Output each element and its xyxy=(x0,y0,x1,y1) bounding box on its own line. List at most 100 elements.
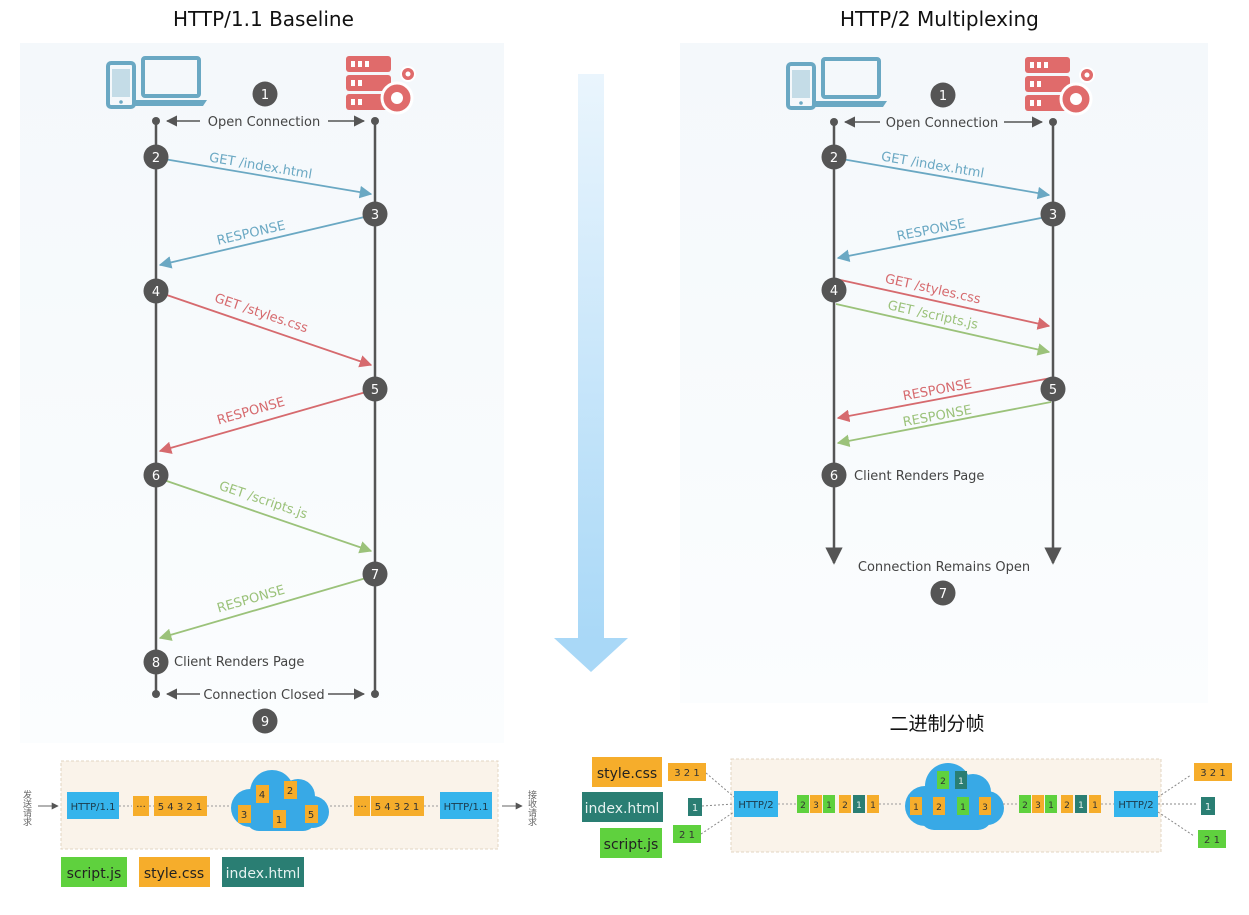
svg-text:2: 2 xyxy=(842,801,848,811)
svg-text:2 1: 2 1 xyxy=(679,830,695,841)
svg-text:6: 6 xyxy=(830,469,838,484)
left-step-2: 2 xyxy=(143,144,169,170)
legend-style-css: style.css xyxy=(139,857,210,887)
left-response-scripts-arrow: RESPONSE xyxy=(158,575,374,641)
right-response-index-arrow: RESPONSE xyxy=(836,215,1052,262)
right-stream-left-frames: 2 3 1 2 1 1 xyxy=(797,795,879,813)
right-response-scripts-arrow: RESPONSE xyxy=(836,401,1052,448)
svg-text:8: 8 xyxy=(152,656,160,671)
svg-text:1: 1 xyxy=(939,89,947,104)
svg-text:2: 2 xyxy=(1022,801,1028,811)
left-panel xyxy=(20,43,504,743)
legend-index-html: index.html xyxy=(222,857,304,887)
left-connection-closed-label: Connection Closed xyxy=(203,688,324,703)
right-step-3: 3 xyxy=(1040,201,1066,227)
left-response-styles-label: RESPONSE xyxy=(215,395,286,429)
left-seq-box-out xyxy=(371,796,424,816)
legend-script-js: script.js xyxy=(61,857,127,887)
left-request-index-label: GET /index.html xyxy=(208,151,313,183)
svg-text:2: 2 xyxy=(152,151,160,166)
left-response-styles-arrow: RESPONSE xyxy=(158,389,374,454)
svg-text:4: 4 xyxy=(152,285,160,300)
svg-text:1: 1 xyxy=(261,88,269,103)
binary-framing-heading: 二进制分帧 xyxy=(889,713,984,735)
svg-text:3: 3 xyxy=(813,801,819,811)
svg-text:2: 2 xyxy=(287,786,293,797)
left-seq-box-in xyxy=(154,796,207,816)
svg-text:1: 1 xyxy=(692,803,698,814)
right-stream-right-frames: 2 3 1 2 1 1 xyxy=(1019,795,1101,813)
svg-text:7: 7 xyxy=(939,587,947,602)
svg-text:style.css: style.css xyxy=(597,766,657,782)
svg-text:4: 4 xyxy=(830,284,838,299)
left-dots-out: ··· xyxy=(357,802,367,813)
right-title: HTTP/2 Multiplexing xyxy=(840,7,1039,31)
left-client-device-icon xyxy=(106,56,207,109)
svg-text:1: 1 xyxy=(960,803,966,813)
svg-text:1: 1 xyxy=(1078,801,1084,811)
svg-text:2: 2 xyxy=(830,151,838,166)
left-response-index-arrow: RESPONSE xyxy=(158,214,374,269)
left-dots-in: ··· xyxy=(136,802,146,813)
svg-text:HTTP/1.1: HTTP/1.1 xyxy=(71,802,116,813)
left-step-6: 6 xyxy=(143,462,169,488)
left-step-3: 3 xyxy=(362,201,388,227)
left-request-scripts-label: GET /scripts.js xyxy=(217,479,309,523)
svg-text:1: 1 xyxy=(826,801,832,811)
left-receive-request-label: 接收请求 xyxy=(526,789,537,826)
left-title: HTTP/1.1 Baseline xyxy=(173,7,354,31)
svg-text:3: 3 xyxy=(371,208,379,223)
right-open-connection-label: Open Connection xyxy=(886,116,998,131)
svg-text:3: 3 xyxy=(982,803,988,813)
style-frames-box xyxy=(668,763,706,781)
svg-text:1: 1 xyxy=(1205,802,1211,813)
file-index-html: index.html xyxy=(582,792,663,822)
big-down-arrow-icon xyxy=(554,74,628,672)
svg-text:6: 6 xyxy=(152,469,160,484)
svg-text:5: 5 xyxy=(308,810,314,821)
out-script-frames-box xyxy=(1198,830,1226,848)
svg-text:HTTP/2: HTTP/2 xyxy=(1118,800,1153,811)
svg-text:HTTP/1.1: HTTP/1.1 xyxy=(444,802,489,813)
index-frames-box xyxy=(688,798,702,816)
svg-text:2 1: 2 1 xyxy=(1204,835,1220,846)
right-step-7: 7 xyxy=(930,580,956,606)
file-style-css: style.css xyxy=(592,757,662,787)
left-step-7: 7 xyxy=(362,561,388,587)
svg-text:3: 3 xyxy=(1035,801,1041,811)
right-request-index-label: GET /index.html xyxy=(880,150,985,182)
svg-text:5: 5 xyxy=(1049,383,1057,398)
left-proto-box-in xyxy=(67,792,119,819)
left-server-icon xyxy=(346,56,416,115)
out-style-frames-box xyxy=(1194,763,1232,781)
left-request-index-arrow: GET /index.html xyxy=(157,151,373,199)
svg-text:5 4 3 2 1: 5 4 3 2 1 xyxy=(375,802,420,813)
right-request-index-arrow: GET /index.html xyxy=(835,150,1051,200)
svg-text:2: 2 xyxy=(936,803,942,813)
svg-text:script.js: script.js xyxy=(604,837,659,853)
right-step-2: 2 xyxy=(821,144,847,170)
svg-text:2: 2 xyxy=(940,777,946,787)
left-step-4: 4 xyxy=(143,278,169,304)
left-step-9: 9 xyxy=(252,708,278,734)
left-step-5: 5 xyxy=(362,376,388,402)
left-step-8: 8 xyxy=(143,649,169,675)
svg-text:index.html: index.html xyxy=(585,801,660,817)
svg-text:1: 1 xyxy=(913,803,919,813)
left-request-styles-arrow: GET /styles.css xyxy=(157,291,373,368)
right-connection-remains-label: Connection Remains Open xyxy=(858,560,1030,575)
svg-text:index.html: index.html xyxy=(226,866,301,882)
svg-text:HTTP/2: HTTP/2 xyxy=(738,800,773,811)
left-request-styles-label: GET /styles.css xyxy=(212,291,309,336)
right-response-scripts-label: RESPONSE xyxy=(902,403,973,430)
left-send-request-label: 发送请求 xyxy=(21,789,32,826)
left-step-1: 1 xyxy=(252,81,278,107)
right-step-1: 1 xyxy=(930,82,956,108)
right-server-icon xyxy=(1025,57,1095,116)
svg-text:5 4 3 2 1: 5 4 3 2 1 xyxy=(158,802,203,813)
svg-text:3: 3 xyxy=(1049,208,1057,223)
right-client-device-icon xyxy=(786,57,887,110)
right-step-4: 4 xyxy=(821,277,847,303)
left-open-connection-label: Open Connection xyxy=(208,115,320,130)
